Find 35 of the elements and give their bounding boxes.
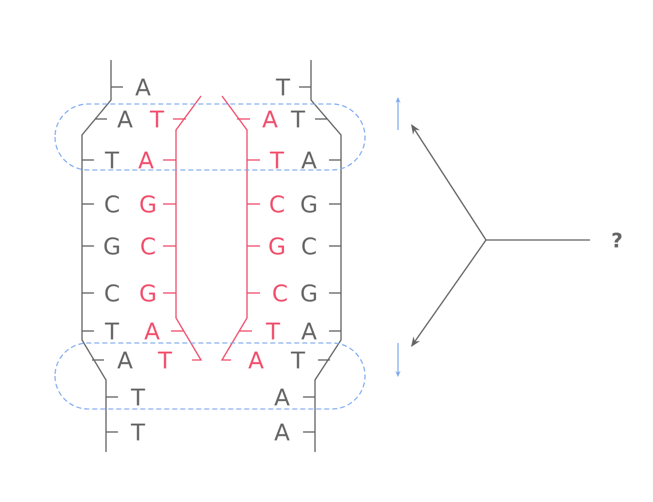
base-letter: G <box>140 284 156 302</box>
base-letter: A <box>144 322 160 340</box>
base-letter: A <box>117 110 133 128</box>
base-letter: T <box>130 424 146 440</box>
base-letter: C <box>273 284 287 302</box>
base-letter: T <box>266 322 280 340</box>
base-letter: T <box>150 110 164 128</box>
base-letter: G <box>301 195 316 213</box>
base-letter: A <box>135 78 151 96</box>
base-letter: A <box>262 110 278 128</box>
base-letter: A <box>274 424 290 440</box>
base-letter: T <box>290 110 306 128</box>
base-letter: A <box>248 352 264 368</box>
base-letter: G <box>104 237 120 255</box>
base-letter: T <box>104 322 120 340</box>
base-letter: C <box>141 237 155 255</box>
base-letter: A <box>274 388 290 406</box>
base-letter: A <box>138 152 154 168</box>
base-letter: G <box>269 237 284 255</box>
base-letter: T <box>104 152 120 168</box>
base-letter: T <box>270 152 284 168</box>
base-letter: A <box>301 322 317 340</box>
base-letter: C <box>105 195 119 213</box>
question-mark: ? <box>612 232 622 248</box>
base-letter: T <box>290 352 306 368</box>
base-letter: T <box>158 352 172 368</box>
base-letter: A <box>117 352 133 368</box>
base-letter: C <box>270 195 284 213</box>
base-letter: A <box>301 152 317 168</box>
base-letter: G <box>140 195 156 213</box>
base-letter: C <box>105 284 119 302</box>
base-letter: T <box>130 388 146 406</box>
base-letter: T <box>276 78 290 96</box>
base-letter: C <box>302 237 316 255</box>
base-letter: G <box>301 284 316 302</box>
